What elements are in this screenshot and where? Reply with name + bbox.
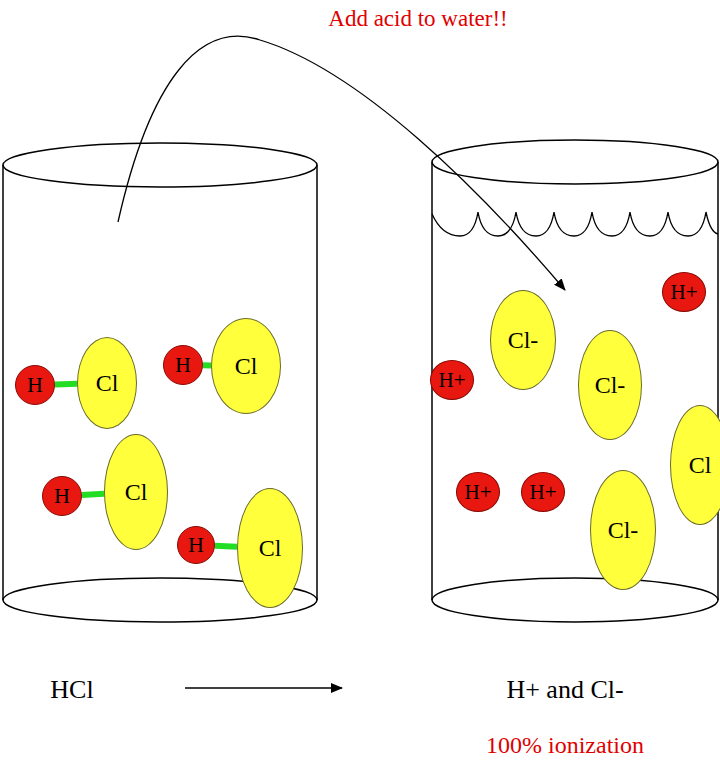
hydrogen-ion: H+ [430, 360, 474, 400]
atom-symbol: H [27, 374, 43, 396]
atom-symbol: H+ [438, 370, 465, 391]
chloride-ion: Cl- [578, 330, 642, 440]
atom-symbol: Cl- [595, 373, 626, 397]
covalent-bond [203, 362, 211, 368]
hydrogen-atom: H [15, 365, 55, 405]
hydrogen-ion: H+ [456, 472, 500, 512]
hydrogen-ion: H+ [521, 472, 565, 512]
atom-symbol: H+ [670, 282, 697, 303]
hydrogen-atom: H [177, 526, 215, 564]
ionization-note: 100% ionization [486, 732, 644, 758]
hydrogen-ion: H+ [662, 272, 706, 312]
water-surface [432, 212, 718, 236]
atom-symbol: H+ [464, 482, 491, 503]
atom-symbol: H [175, 354, 191, 376]
atom-symbol: Cl [125, 480, 148, 504]
covalent-bond [82, 494, 104, 495]
atom-symbol: Cl [235, 354, 258, 378]
hydrogen-atom: H [163, 345, 203, 385]
left-beaker [3, 143, 317, 622]
title: Add acid to water!! [328, 6, 507, 31]
pour-arrow [118, 36, 565, 290]
atom-symbol: H [188, 534, 204, 556]
hydrogen-atom: H [42, 476, 82, 516]
chlorine-atom: Cl [77, 337, 137, 429]
chloride-ion: Cl- [590, 470, 656, 590]
chlorine-atom: Cl [670, 405, 720, 525]
formula-label: HCl [50, 676, 93, 705]
atom-symbol: Cl [96, 371, 119, 395]
reaction-arrow [185, 687, 342, 689]
chlorine-atom: Cl [211, 318, 281, 414]
covalent-bond [215, 543, 237, 550]
atom-symbol: H [54, 485, 70, 507]
ions-label: H+ and Cl- [506, 676, 623, 705]
atom-symbol: Cl [259, 536, 282, 560]
right-beaker [432, 140, 718, 622]
chloride-ion: Cl- [490, 290, 556, 390]
chlorine-atom: Cl [237, 488, 303, 608]
atom-symbol: Cl [689, 453, 712, 477]
atom-symbol: Cl- [508, 328, 539, 352]
atom-symbol: Cl- [608, 518, 639, 542]
chlorine-atom: Cl [104, 434, 168, 550]
atom-symbol: H+ [529, 482, 556, 503]
covalent-bond [55, 381, 77, 388]
